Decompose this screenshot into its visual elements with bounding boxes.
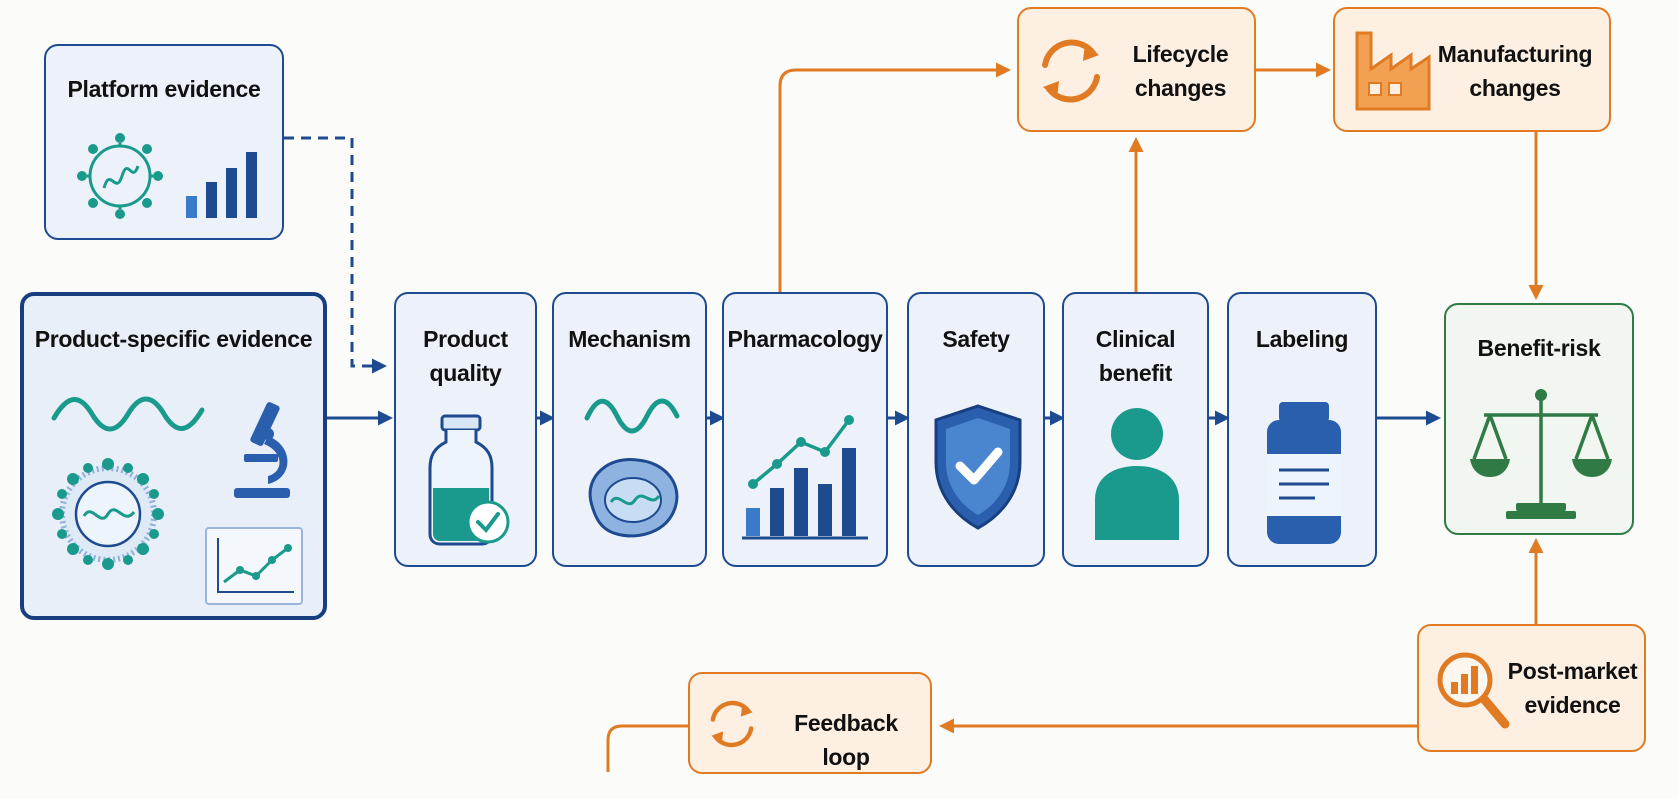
post-market-evidence-label: Post-market evidence [1507,658,1638,718]
manufacturing-changes-box: Manufacturing changes [1333,7,1611,132]
product-quality-box: Product quality [394,292,537,567]
bar-line-chart-icon [742,415,868,540]
refresh-cycle-icon [1042,39,1100,103]
feedback-loop-label: Feedback loop [794,710,898,770]
bar-chart-icon [186,152,257,218]
wave-icon [51,396,205,432]
magnifier-chart-icon [1437,652,1510,729]
medicine-bottle-icon [1267,402,1341,544]
post-market-evidence-box: Post-market evidence [1417,624,1646,752]
person-icon [1095,408,1179,540]
scales-icon [1470,389,1612,519]
safety-box: Safety [907,292,1045,567]
manufacturing-changes-label: Manufacturing changes [1437,41,1593,101]
benefit-risk-box: Benefit-risk [1444,303,1634,535]
connector-platform-to-quality [284,136,387,374]
feedback-loop-box: Feedback loop [688,672,932,774]
product-specific-evidence-box: Product-specific evidence [20,292,327,620]
connector-feedback-tail [606,724,688,772]
microscope-icon [234,402,290,498]
lifecycle-changes-box: Lifecycle changes [1017,7,1256,132]
clinical-benefit-label: Clinical benefit [1095,326,1176,386]
platform-evidence-box: Platform evidence [44,44,284,240]
cell-wave-icon [584,398,680,538]
refresh-cycle-icon [710,700,754,748]
safety-label: Safety [942,326,1010,352]
shield-check-icon [934,404,1022,530]
labeling-label: Labeling [1255,326,1349,352]
nanoparticle-icon [52,458,164,570]
vial-check-icon [428,414,510,546]
lifecycle-changes-label: Lifecycle changes [1132,41,1229,101]
clinical-benefit-box: Clinical benefit [1062,292,1209,567]
labeling-box: Labeling [1227,292,1377,567]
product-quality-label: Product quality [423,326,508,386]
product-specific-evidence-label: Product-specific evidence [34,326,313,352]
line-chart-icon [205,527,303,605]
pharmacology-box: Pharmacology [722,292,888,567]
factory-icon [1355,31,1431,111]
mechanism-label: Mechanism [568,326,691,352]
connector-pharmacology-to-lifecycle [778,62,1011,292]
virus-particle-icon [77,133,163,219]
platform-evidence-label: Platform evidence [67,76,261,102]
mechanism-box: Mechanism [552,292,707,567]
benefit-risk-label: Benefit-risk [1477,335,1601,361]
pharmacology-label: Pharmacology [727,326,883,352]
